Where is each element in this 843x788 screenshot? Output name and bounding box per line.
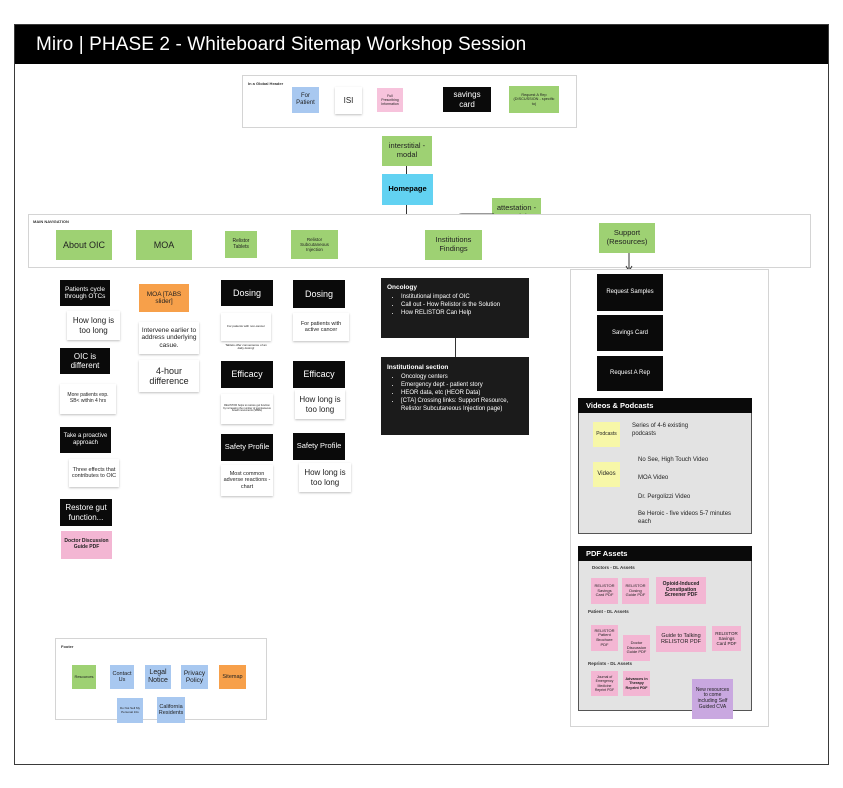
oncology-block[interactable]: Oncology Institutional impact of OIC Cal… xyxy=(381,278,529,338)
pdf-doctor-guide-sticky[interactable]: Doctor Discussion Guide PDF xyxy=(623,635,650,661)
video-item: MOA Video xyxy=(638,475,669,481)
header-full-prescribing-sticky[interactable]: Full Prescribing Information xyxy=(377,88,403,112)
interstitial-modal-sticky[interactable]: interstitial - modal xyxy=(382,136,432,166)
support-savings-card-sticky[interactable]: Savings Card xyxy=(597,315,663,351)
oncology-item: Institutional impact of OIC xyxy=(401,293,523,301)
institutional-section-block[interactable]: Institutional section Oncology centers E… xyxy=(381,357,529,435)
about-how-long-sticky[interactable]: How long is too long xyxy=(67,311,120,340)
institutional-item: Emergency dept - patient story xyxy=(401,381,523,389)
header-request-rep-sticky[interactable]: Request A Rep (DISCUSSION - specific to) xyxy=(509,86,559,113)
videos-podcasts-title: Videos & Podcasts xyxy=(578,398,752,413)
pdf-new-resources-sticky[interactable]: New resources to come including Self Gui… xyxy=(692,679,733,719)
about-proactive-sticky[interactable]: Take a proactive approach xyxy=(60,427,111,453)
main-navigation-label: MAIN NAVIGATION xyxy=(33,219,69,224)
pdf-savings-card-sticky[interactable]: RELISTOR Savings Card PDF xyxy=(591,578,618,604)
videos-sticky[interactable]: Videos xyxy=(593,462,620,487)
footer-resources-sticky[interactable]: Resources xyxy=(72,665,96,689)
footer-sitemap-sticky[interactable]: Sitemap xyxy=(219,665,246,689)
header-savings-card-sticky[interactable]: savings card xyxy=(443,87,491,112)
tablets-convenience-sticky[interactable]: Tablets offer convenience of an daily do… xyxy=(225,342,267,350)
footer-california-sticky[interactable]: California Residents xyxy=(157,697,185,723)
support-request-samples-sticky[interactable]: Request Samples xyxy=(597,274,663,311)
footer-do-not-sell-sticky[interactable]: Do Not Sell My Personal Info xyxy=(117,698,143,723)
connector-line xyxy=(406,205,407,214)
video-item: No See, High Touch Video xyxy=(638,457,709,463)
homepage-sticky[interactable]: Homepage xyxy=(382,174,433,205)
injection-how-long-sticky[interactable]: How long is too long xyxy=(295,390,345,419)
institutional-section-title: Institutional section xyxy=(387,364,449,371)
tablets-adverse-reactions-sticky[interactable]: Most common adverse reactions - chart xyxy=(221,465,273,496)
moa-tabs-slider-sticky[interactable]: MOA [TABS slider] xyxy=(139,284,189,312)
pdf-guide-talking-sticky[interactable]: Guide to Talking RELISTOR PDF xyxy=(656,626,706,652)
global-header-label: In a Global Header xyxy=(248,81,284,86)
title-bar: Miro | PHASE 2 - Whiteboard Sitemap Work… xyxy=(15,25,828,64)
moa-intervene-sticky[interactable]: Intervene earlier to address underlying … xyxy=(139,322,199,354)
institutional-item: Oncology centers xyxy=(401,373,523,381)
about-more-patients-sticky[interactable]: More patients exp. SB< within 4 hrs xyxy=(60,384,116,414)
pdf-reprints-label: Reprints - DL Assets xyxy=(588,661,633,666)
video-item: Be Heroic - five videos 5-7 minutes each xyxy=(638,511,732,525)
pdf-oic-screener-sticky[interactable]: Opioid-Induced Constipation Screener PDF xyxy=(656,577,706,604)
oncology-item: How RELISTOR Can Help xyxy=(401,309,523,317)
tablets-restore-gut-sticky[interactable]: RELISTOR helps to restore gut function b… xyxy=(221,394,273,424)
oncology-item: Call out - How Relistor is the Solution xyxy=(401,301,523,309)
pdf-doctors-label: Doctors - DL Assets xyxy=(592,565,635,570)
footer-contact-sticky[interactable]: Contact Us xyxy=(110,665,134,689)
support-request-rep-sticky[interactable]: Request A Rep xyxy=(597,356,663,391)
about-restore-gut-sticky[interactable]: Restore gut function... xyxy=(60,499,112,526)
nav-support-resources-sticky[interactable]: Support (Resources) xyxy=(599,223,655,253)
podcasts-sticky[interactable]: Podcasts xyxy=(593,422,620,447)
tablets-dosing-sticky[interactable]: Dosing xyxy=(221,280,273,306)
injection-dosing-sticky[interactable]: Dosing xyxy=(293,280,345,308)
institutional-item: HEOR data, etc (HEOR Data) xyxy=(401,389,523,397)
video-item: Dr. Pergolizzi Video xyxy=(638,494,691,500)
injection-how-long-2-sticky[interactable]: How long is too long xyxy=(299,463,351,492)
pdf-journal-reprint-sticky[interactable]: Journal of Emergency Medicine Reprint PD… xyxy=(591,671,618,696)
institutional-section-list: Oncology centers Emergency dept - patien… xyxy=(387,373,523,413)
pdf-patient-brochure-sticky[interactable]: RELISTOR Patient Brochure PDF xyxy=(591,625,618,651)
podcasts-description: Series of 4-6 existing podcasts xyxy=(632,423,689,437)
footer-legal-notice-sticky[interactable]: Legal Notice xyxy=(145,665,171,689)
nav-moa-sticky[interactable]: MOA xyxy=(136,230,192,260)
oncology-title: Oncology xyxy=(387,284,417,291)
injection-safety-profile-sticky[interactable]: Safety Profile xyxy=(293,433,345,460)
about-patients-cycle-sticky[interactable]: Patients cycle through OTCs xyxy=(60,280,110,306)
miro-board-window: Miro | PHASE 2 - Whiteboard Sitemap Work… xyxy=(14,24,829,765)
injection-efficacy-sticky[interactable]: Efficacy xyxy=(293,361,345,388)
board-title: Miro | PHASE 2 - Whiteboard Sitemap Work… xyxy=(36,34,527,55)
header-for-patient-sticky[interactable]: For Patient xyxy=(292,87,319,113)
nav-institutions-findings-sticky[interactable]: Institutions Findings xyxy=(425,230,482,260)
connector-line xyxy=(455,338,456,357)
pdf-patient-savings-card-sticky[interactable]: RELISTOR Savings Card PDF xyxy=(712,626,741,651)
connector-line xyxy=(406,166,407,174)
tablets-non-cancer-sticky[interactable]: For patients with non-cancer xyxy=(221,313,271,341)
nav-about-oic-sticky[interactable]: About OIC xyxy=(56,230,112,260)
injection-active-cancer-sticky[interactable]: For patients with active cancer xyxy=(293,313,349,341)
header-isi-sticky[interactable]: ISI xyxy=(335,87,362,114)
tablets-safety-profile-sticky[interactable]: Safety Profile xyxy=(221,434,273,461)
about-oic-different-sticky[interactable]: OIC is different xyxy=(60,348,110,374)
footer-privacy-policy-sticky[interactable]: Privacy Policy xyxy=(181,665,208,689)
nav-relistor-injection-sticky[interactable]: Relistor Subcutaneous Injection xyxy=(291,230,338,259)
oncology-list: Institutional impact of OIC Call out - H… xyxy=(387,293,523,317)
footer-label: Footer xyxy=(61,644,74,649)
pdf-assets-title: PDF Assets xyxy=(578,546,752,561)
about-doctor-guide-pdf-sticky[interactable]: Doctor Discussion Guide PDF xyxy=(61,531,112,559)
pdf-advances-reprint-sticky[interactable]: Advances in Therapy Reprint PDF xyxy=(623,671,650,696)
tablets-efficacy-sticky[interactable]: Efficacy xyxy=(221,361,273,388)
about-three-effects-sticky[interactable]: Three effects that contributes to OIC xyxy=(69,459,119,487)
institutional-item: [CTA] Crossing links: Support Resource, … xyxy=(401,397,523,413)
nav-relistor-tablets-sticky[interactable]: Relistor Tablets xyxy=(225,231,257,258)
moa-4-hour-sticky[interactable]: 4-hour difference xyxy=(139,360,199,392)
pdf-dosing-guide-sticky[interactable]: RELISTOR Dosing Guide PDF xyxy=(622,578,649,604)
pdf-patients-label: Patient - DL Assets xyxy=(588,609,629,614)
